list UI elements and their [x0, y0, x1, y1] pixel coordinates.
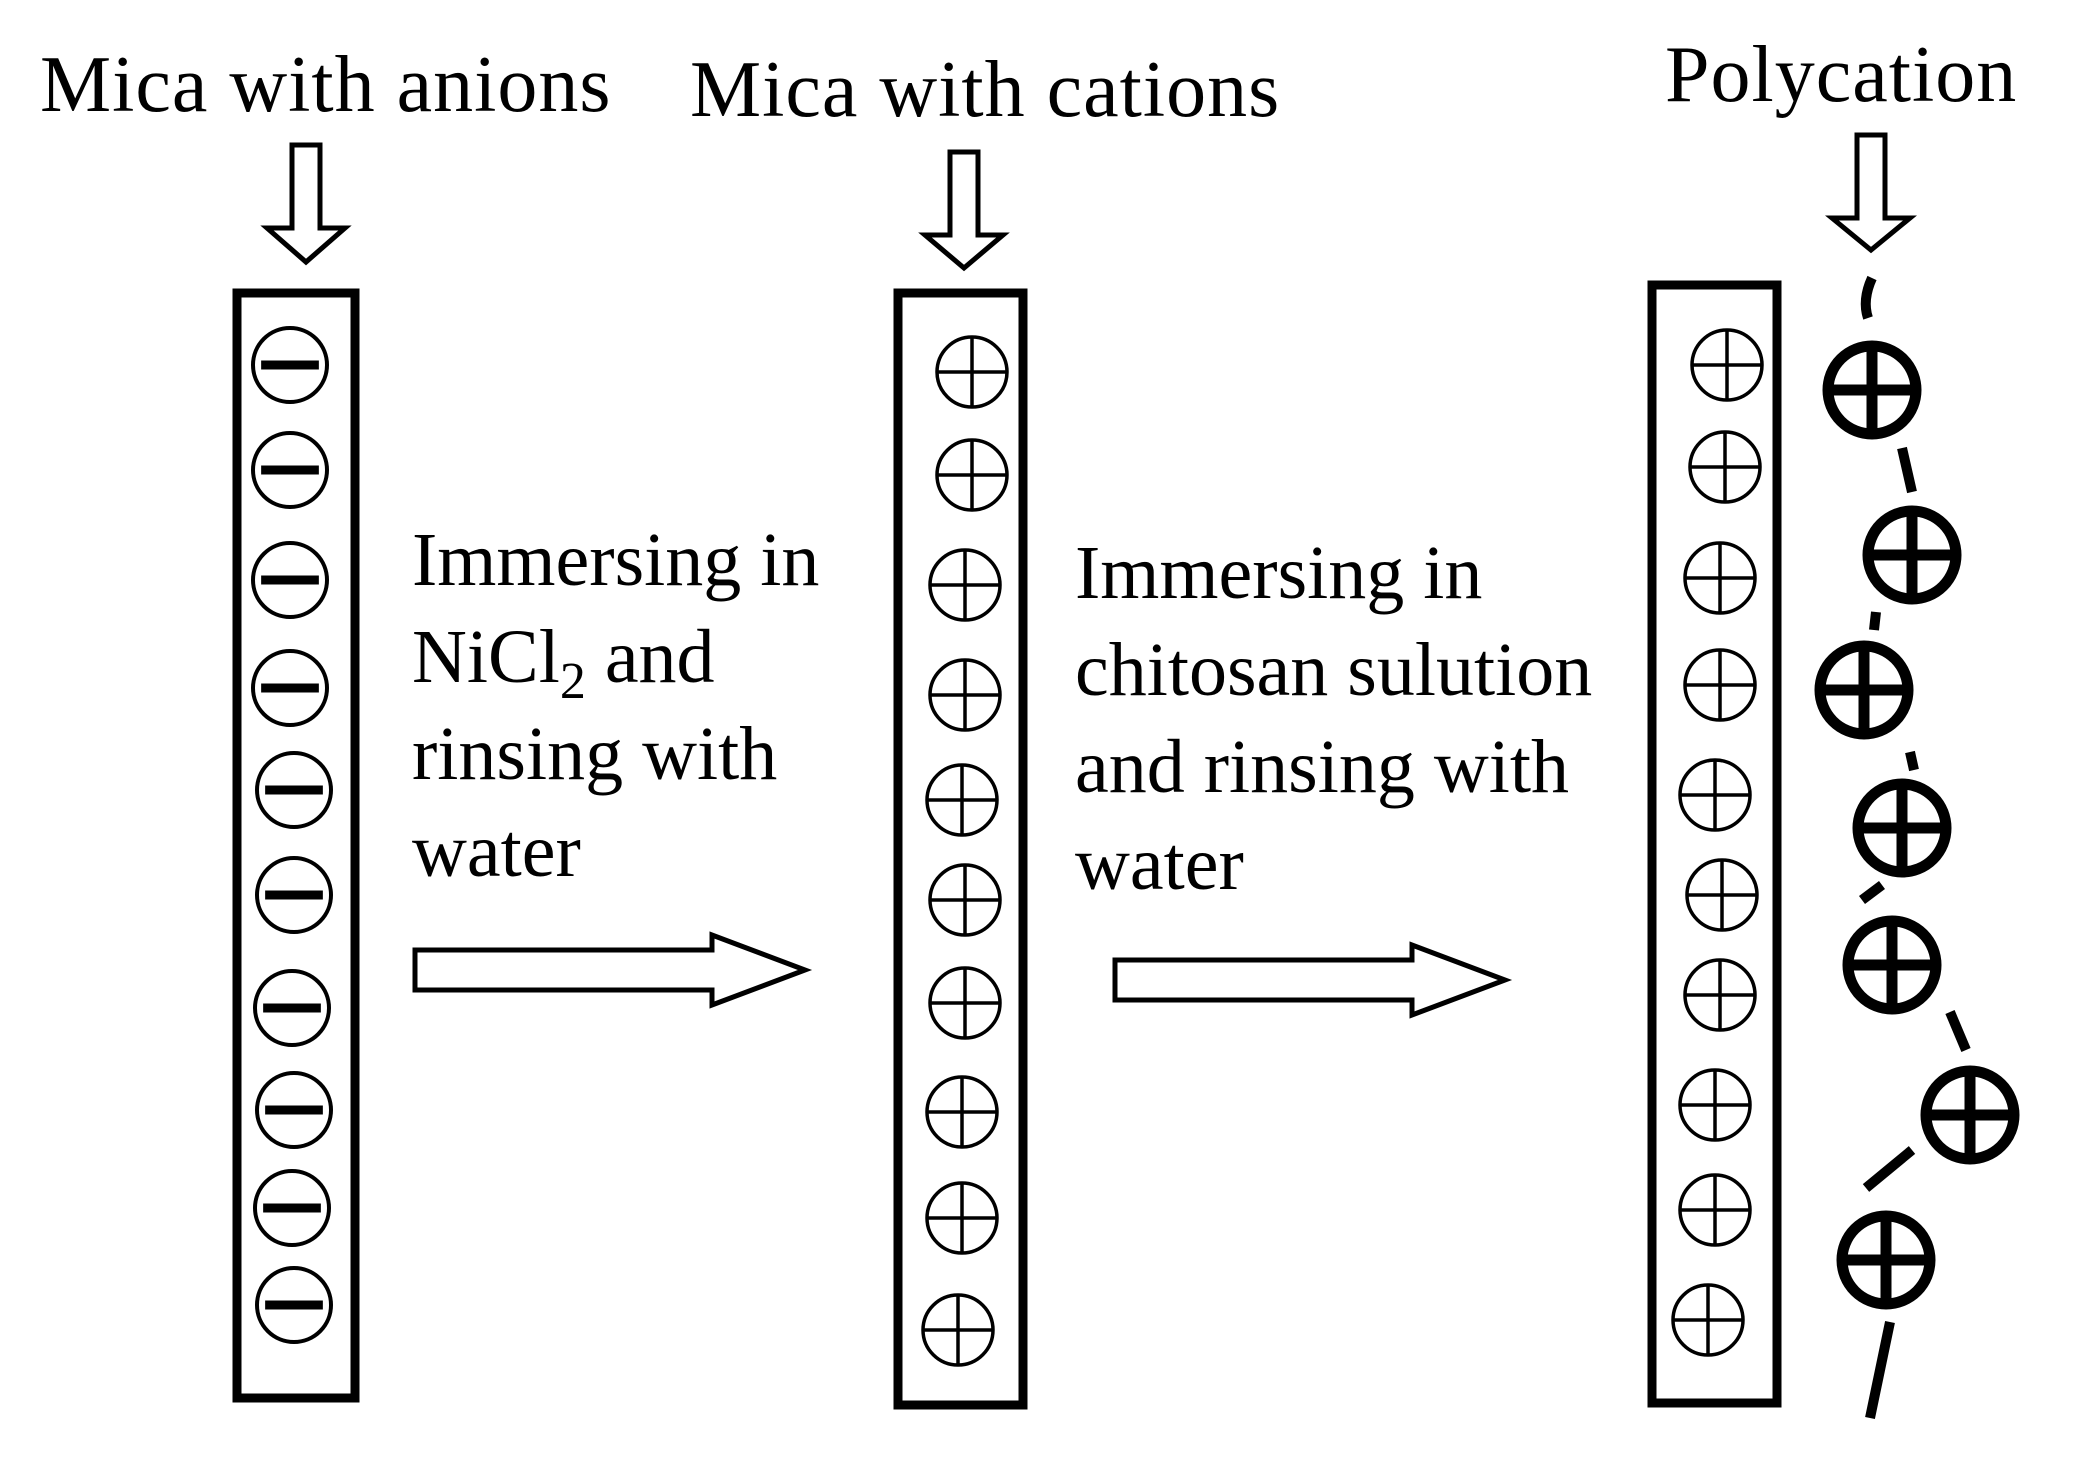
- anion-charges: [251, 326, 333, 1344]
- anion-charge-icon: [253, 1169, 331, 1247]
- cation-charge-icon: [1685, 858, 1759, 932]
- anion-charge-icon: [255, 751, 333, 829]
- polycation-charge-icon: [1814, 640, 1914, 740]
- right-arrow-icon: [1112, 941, 1513, 1019]
- cation-charge-icon: [1688, 430, 1762, 504]
- anion-charge-icon: [253, 969, 331, 1047]
- polycation-charges: [1814, 340, 2020, 1310]
- adsorbed-cation-charges: [1671, 328, 1764, 1357]
- step2-instructions: Immersing in chitosan sulution and rinsi…: [1075, 525, 1592, 913]
- polycation-charge-icon: [1822, 340, 1922, 440]
- cation-charge-icon: [921, 1293, 995, 1367]
- polycation-charge-icon: [1920, 1065, 2020, 1165]
- anion-charge-icon: [251, 649, 329, 727]
- step1-line2-rest: and: [585, 615, 715, 699]
- step1-instructions: Immersing in NiCl2 and rinsing with wate…: [412, 512, 819, 900]
- cation-charge-icon: [1690, 328, 1764, 402]
- cation-charge-icon: [1671, 1283, 1745, 1357]
- polycation-charge-icon: [1852, 778, 1952, 878]
- anion-charge-icon: [251, 326, 329, 404]
- right-arrow-icon: [412, 931, 813, 1009]
- label-mica-with-cations: Mica with cations: [690, 46, 1281, 134]
- cation-charge-icon: [928, 548, 1002, 622]
- cation-charge-icon: [928, 658, 1002, 732]
- cation-charge-icon: [1678, 1068, 1752, 1142]
- down-arrow-icon: [918, 149, 1010, 272]
- down-arrow-icon: [260, 142, 352, 266]
- nicl-formula: NiCl: [412, 615, 560, 699]
- label-polycation: Polycation: [1665, 31, 2018, 119]
- step1-line1: Immersing in: [412, 518, 820, 602]
- mica-plate-cations: [893, 288, 1028, 1410]
- mica-plate-anions: [232, 288, 360, 1403]
- step2-line1: Immersing in: [1075, 531, 1483, 615]
- cation-charge-icon: [925, 1075, 999, 1149]
- polycation-charge-icon: [1842, 915, 1942, 1015]
- polycation-chain-links: [1859, 275, 1971, 1420]
- cation-charge-icon: [1683, 648, 1757, 722]
- polycation-charge-icon: [1836, 1210, 1936, 1310]
- step1-line4: water: [412, 809, 581, 893]
- step2-line2: chitosan sulution: [1075, 628, 1593, 712]
- cation-charge-icon: [928, 863, 1002, 937]
- down-arrow-icon: [1825, 132, 1917, 254]
- anion-charge-icon: [255, 1266, 333, 1344]
- nicl-subscript: 2: [559, 653, 586, 710]
- label-mica-with-anions: Mica with anions: [40, 41, 612, 129]
- cation-charge-icon: [935, 335, 1009, 409]
- cation-charge-icon: [1683, 958, 1757, 1032]
- step1-line2: NiCl2 and: [412, 609, 819, 708]
- step2-line3: and rinsing with: [1075, 725, 1569, 809]
- anion-charge-icon: [251, 541, 329, 619]
- cation-charge-icon: [925, 763, 999, 837]
- cation-charge-icon: [935, 438, 1009, 512]
- anion-charge-icon: [255, 856, 333, 934]
- anion-charge-icon: [255, 1071, 333, 1149]
- cation-charge-icon: [1678, 758, 1752, 832]
- polycation-charge-icon: [1862, 505, 1962, 605]
- step2-line4: water: [1075, 822, 1244, 906]
- cation-charge-icon: [1678, 1173, 1752, 1247]
- cation-charge-icon: [1683, 541, 1757, 615]
- mica-plate-polycation: [1647, 280, 1782, 1408]
- anion-charge-icon: [251, 431, 329, 509]
- cation-charge-icon: [928, 966, 1002, 1040]
- cation-charges: [921, 335, 1009, 1367]
- cation-charge-icon: [925, 1181, 999, 1255]
- step1-line3: rinsing with: [412, 712, 778, 796]
